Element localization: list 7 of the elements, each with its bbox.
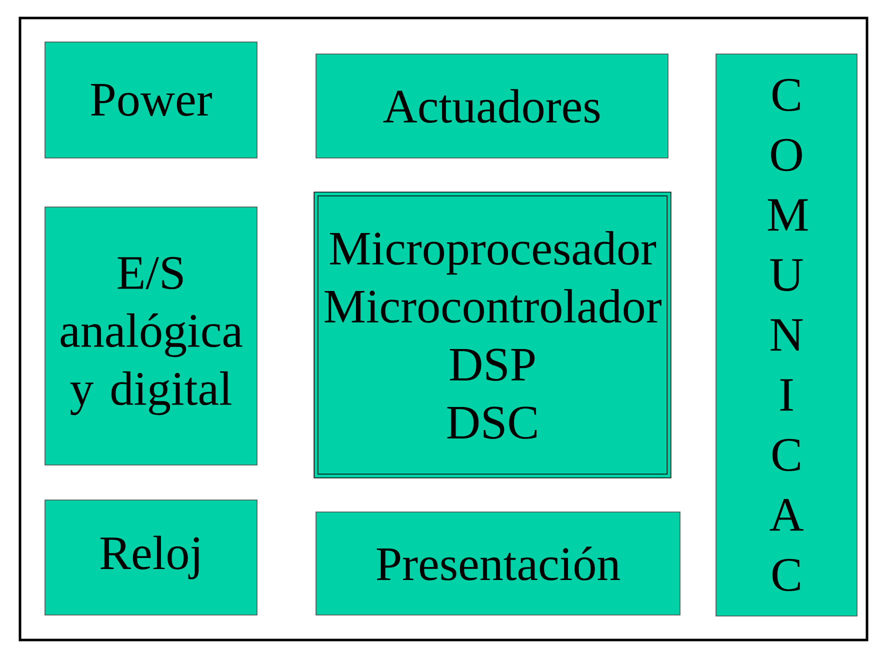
process-box: E/S analógica y digital xyxy=(44,206,258,466)
process-box: Presentación xyxy=(316,512,680,616)
process-box: Reloj xyxy=(44,500,258,616)
vertical-box: COMUNICAC xyxy=(716,54,858,616)
process-box: Power xyxy=(44,42,258,158)
core-box: Microprocesador Microcontrolador DSP DSC xyxy=(314,192,672,478)
process-box: Actuadores xyxy=(316,54,668,158)
